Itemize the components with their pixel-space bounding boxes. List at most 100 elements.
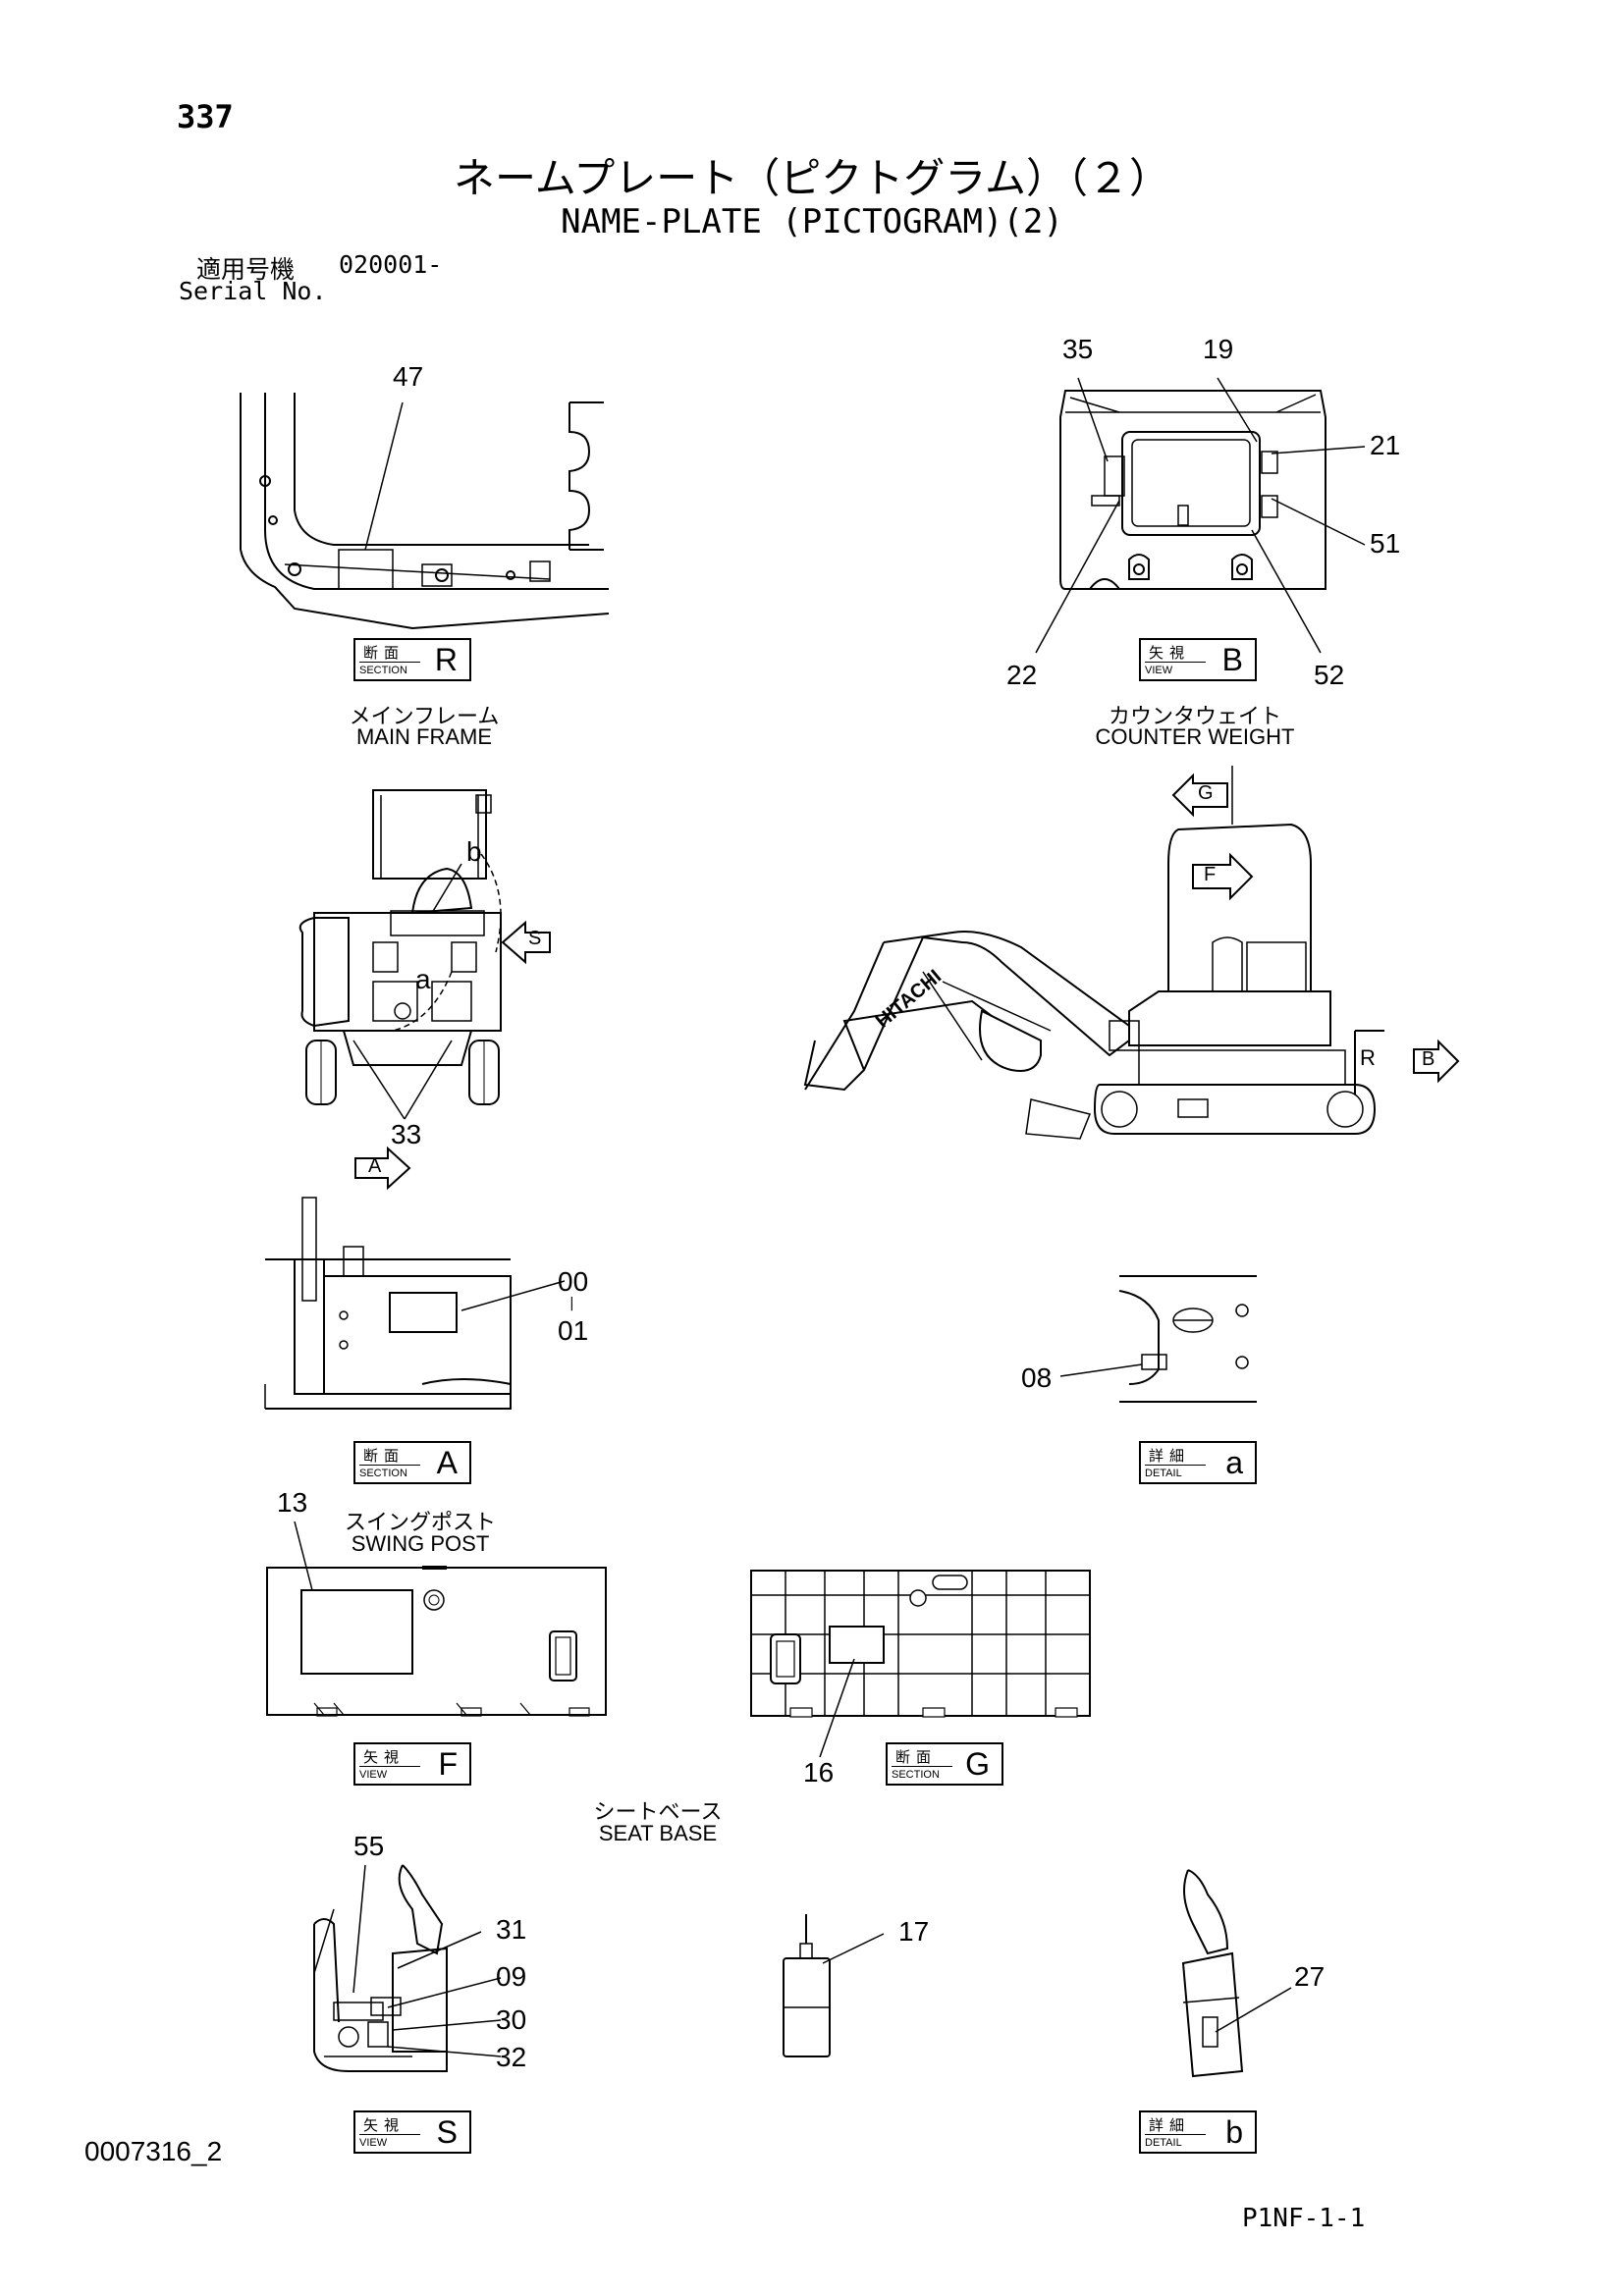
counter-weight-drawing xyxy=(1059,390,1326,590)
box-letter: a xyxy=(1225,1445,1243,1480)
detail-a-drawing xyxy=(1118,1275,1257,1403)
box-letter: b xyxy=(1225,2114,1243,2150)
box-jp-text: 矢視 xyxy=(1149,644,1191,662)
main-frame-caption-jp: メインフレーム xyxy=(349,704,500,728)
swing-post-section-drawing xyxy=(264,1197,512,1410)
detail-b-lever-drawing xyxy=(1181,1869,1244,2078)
callout-09: 09 xyxy=(496,1961,527,1992)
callout-00: 00 xyxy=(558,1266,589,1297)
box-en-text: VIEW xyxy=(359,1769,388,1781)
view-arrow-s-letter: S xyxy=(528,928,542,949)
box-en-text: DETAIL xyxy=(1145,1468,1182,1479)
callout-33: 33 xyxy=(391,1119,422,1149)
leader-27 xyxy=(1215,1987,1292,2033)
box-jp-text: 断面 xyxy=(363,1447,406,1465)
view-s-leaders xyxy=(352,1864,502,2057)
box-letter: A xyxy=(436,1445,458,1480)
section-g-box: 断面 SECTION G xyxy=(886,1742,1003,1786)
serial-label-english: Serial No. xyxy=(179,277,327,305)
counter-weight-leaders xyxy=(1035,377,1366,654)
box-letter: B xyxy=(1221,642,1243,677)
excavator-side-view-drawing xyxy=(803,823,1377,1140)
callout-52: 52 xyxy=(1314,660,1345,690)
box-letter: R xyxy=(434,642,458,677)
leader-17 xyxy=(822,1933,885,1964)
callout-01: 01 xyxy=(558,1315,589,1346)
view-arrow-s xyxy=(501,920,551,965)
view-f-box: 矢視 VIEW F xyxy=(353,1742,471,1786)
detail-a-box: 詳細 DETAIL a xyxy=(1139,1441,1257,1484)
view-arrow-g xyxy=(1171,773,1228,818)
machine-rear-view-drawing xyxy=(298,789,502,1105)
view-arrow-b-letter: B xyxy=(1422,1048,1435,1070)
box-en-text: DETAIL xyxy=(1145,2137,1182,2149)
box-en-text: SECTION xyxy=(892,1769,940,1781)
box-jp-text: 矢視 xyxy=(363,2116,406,2134)
page-number: 337 xyxy=(177,98,234,135)
view-b-box: 矢視 VIEW B xyxy=(1139,638,1257,681)
page-code: P1NF-1-1 xyxy=(1242,2204,1366,2233)
serial-number-range: 020001- xyxy=(339,250,443,279)
document-id: 0007316_2 xyxy=(84,2136,223,2166)
box-letter: F xyxy=(438,1746,458,1782)
rear-view-leaders xyxy=(352,863,462,1120)
detail-marker-b: b xyxy=(466,836,482,867)
box-en-text: SECTION xyxy=(359,1468,407,1479)
leader-13 xyxy=(294,1521,313,1591)
callout-21: 21 xyxy=(1370,430,1401,460)
swing-post-caption-en: SWING POST xyxy=(351,1531,490,1556)
swing-post-caption-jp: スイングポスト xyxy=(344,1510,496,1534)
callout-27: 27 xyxy=(1294,1961,1326,1992)
counter-weight-caption-en: COUNTER WEIGHT xyxy=(1095,724,1295,749)
view-f-drawing xyxy=(266,1566,607,1717)
view-arrow-f-letter: F xyxy=(1204,864,1217,885)
view-arrow-b xyxy=(1413,1039,1460,1084)
box-jp-text: 断面 xyxy=(895,1748,938,1766)
callout-08: 08 xyxy=(1021,1362,1053,1393)
tag-drawing xyxy=(783,1914,831,2057)
detail-b-box: 詳細 DETAIL b xyxy=(1139,2110,1257,2154)
view-s-box: 矢視 VIEW S xyxy=(353,2110,471,2154)
box-en-text: VIEW xyxy=(359,2137,388,2149)
callout-32: 32 xyxy=(496,2042,527,2072)
leader-00-01 xyxy=(460,1280,566,1311)
section-r-box: 断面 SECTION R xyxy=(353,638,471,681)
callout-range-separator: | xyxy=(569,1296,574,1311)
view-arrow-a xyxy=(354,1146,411,1191)
page-title-english: NAME-PLATE (PICTOGRAM)(2) xyxy=(561,202,1063,241)
box-jp-text: 詳細 xyxy=(1149,2116,1191,2134)
view-arrow-a-letter: A xyxy=(368,1155,382,1177)
page-title-japanese: ネームプレート（ピクトグラム）（２） xyxy=(454,154,1170,202)
callout-30: 30 xyxy=(496,2004,527,2035)
box-en-text: VIEW xyxy=(1145,665,1173,676)
callout-22: 22 xyxy=(1006,660,1038,690)
seat-base-caption-jp: シートベース xyxy=(593,1799,723,1824)
leader-16 xyxy=(819,1658,855,1758)
callout-55: 55 xyxy=(353,1831,385,1861)
callout-51: 51 xyxy=(1370,528,1401,559)
box-jp-text: 断面 xyxy=(363,644,406,662)
box-jp-text: 矢視 xyxy=(363,1748,406,1766)
box-letter: S xyxy=(436,2114,458,2150)
main-frame-drawing xyxy=(240,393,610,630)
serial-label-japanese: 適用号機 xyxy=(196,255,296,284)
box-en-text: SECTION xyxy=(359,665,407,676)
box-letter: G xyxy=(965,1746,990,1782)
callout-31: 31 xyxy=(496,1914,527,1945)
callout-35: 35 xyxy=(1062,334,1094,364)
leader-47 xyxy=(364,401,404,551)
callout-13: 13 xyxy=(277,1487,308,1518)
detail-marker-a: a xyxy=(415,964,431,994)
seat-base-caption-en: SEAT BASE xyxy=(598,1821,718,1845)
view-arrow-r-letter: R xyxy=(1360,1045,1376,1070)
seat-base-drawing xyxy=(750,1570,1091,1718)
leader-08 xyxy=(1059,1363,1143,1377)
view-s-lever-drawing xyxy=(313,1864,448,2072)
view-arrow-f xyxy=(1192,852,1254,901)
box-jp-text: 詳細 xyxy=(1149,1447,1191,1465)
section-a-box: 断面 SECTION A xyxy=(353,1441,471,1484)
callout-47: 47 xyxy=(393,361,424,392)
counter-weight-caption-jp: カウンタウェイト xyxy=(1108,704,1281,728)
callout-17: 17 xyxy=(898,1916,930,1947)
